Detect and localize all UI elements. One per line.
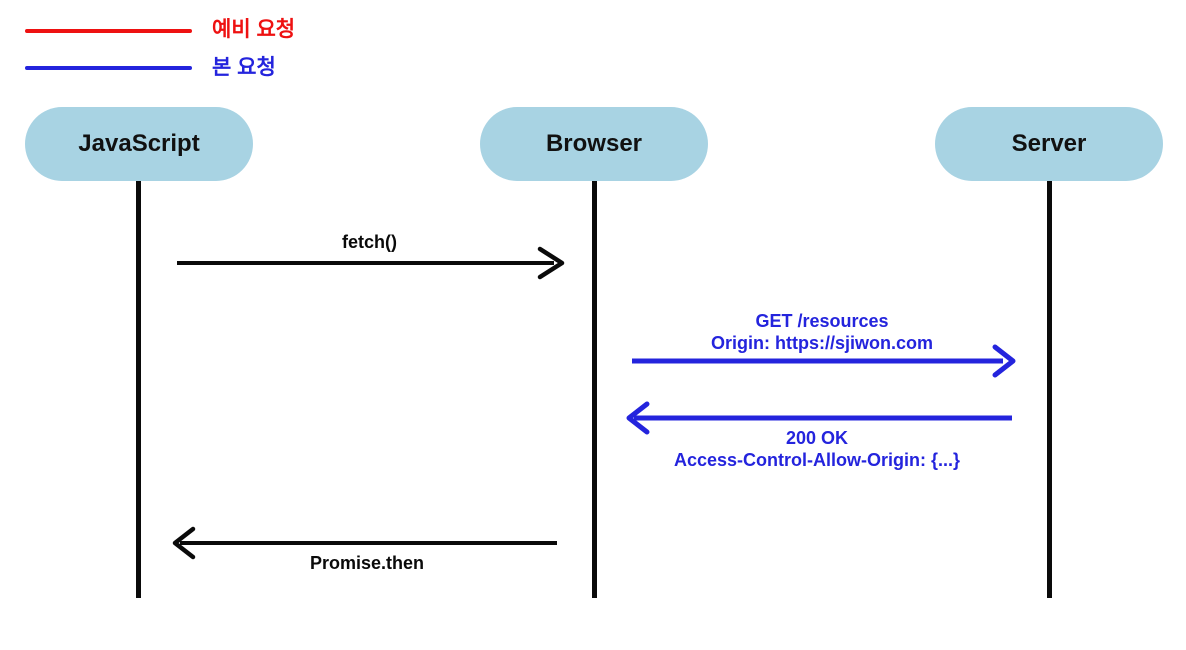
message-line: 200 OK [785,428,849,448]
actor-server: Server [935,107,1163,181]
message-line: Origin: https://sjiwon.com [711,333,933,353]
message-label-main-response: 200 OK Access-Control-Allow-Origin: {...… [622,427,1012,471]
fetch-arrow [177,246,565,280]
message-line: GET /resources [755,311,889,331]
message-label-main-request: GET /resources Origin: https://sjiwon.co… [627,310,1017,354]
legend-line-main [25,66,192,70]
promise-then-arrow [172,526,557,560]
arrow-head-left-icon [626,401,650,435]
arrow-head-right-icon [537,246,565,280]
legend-label-preflight: 예비 요청 [212,18,296,41]
lifeline-server [1047,181,1052,598]
arrow-head-left-icon [172,526,196,560]
actor-browser: Browser [480,107,708,181]
actor-javascript: JavaScript [25,107,253,181]
message-label-promise-then: Promise.then [309,553,425,573]
legend-label-main: 본 요청 [212,56,276,79]
lifeline-javascript [136,181,141,598]
legend-line-preflight [25,29,192,33]
message-line: Access-Control-Allow-Origin: {...} [673,450,961,470]
arrow-head-right-icon [992,344,1016,378]
main-request-arrow [632,344,1016,378]
main-response-arrow [626,401,1012,435]
lifeline-browser [592,181,597,598]
message-label-fetch: fetch() [342,232,397,252]
